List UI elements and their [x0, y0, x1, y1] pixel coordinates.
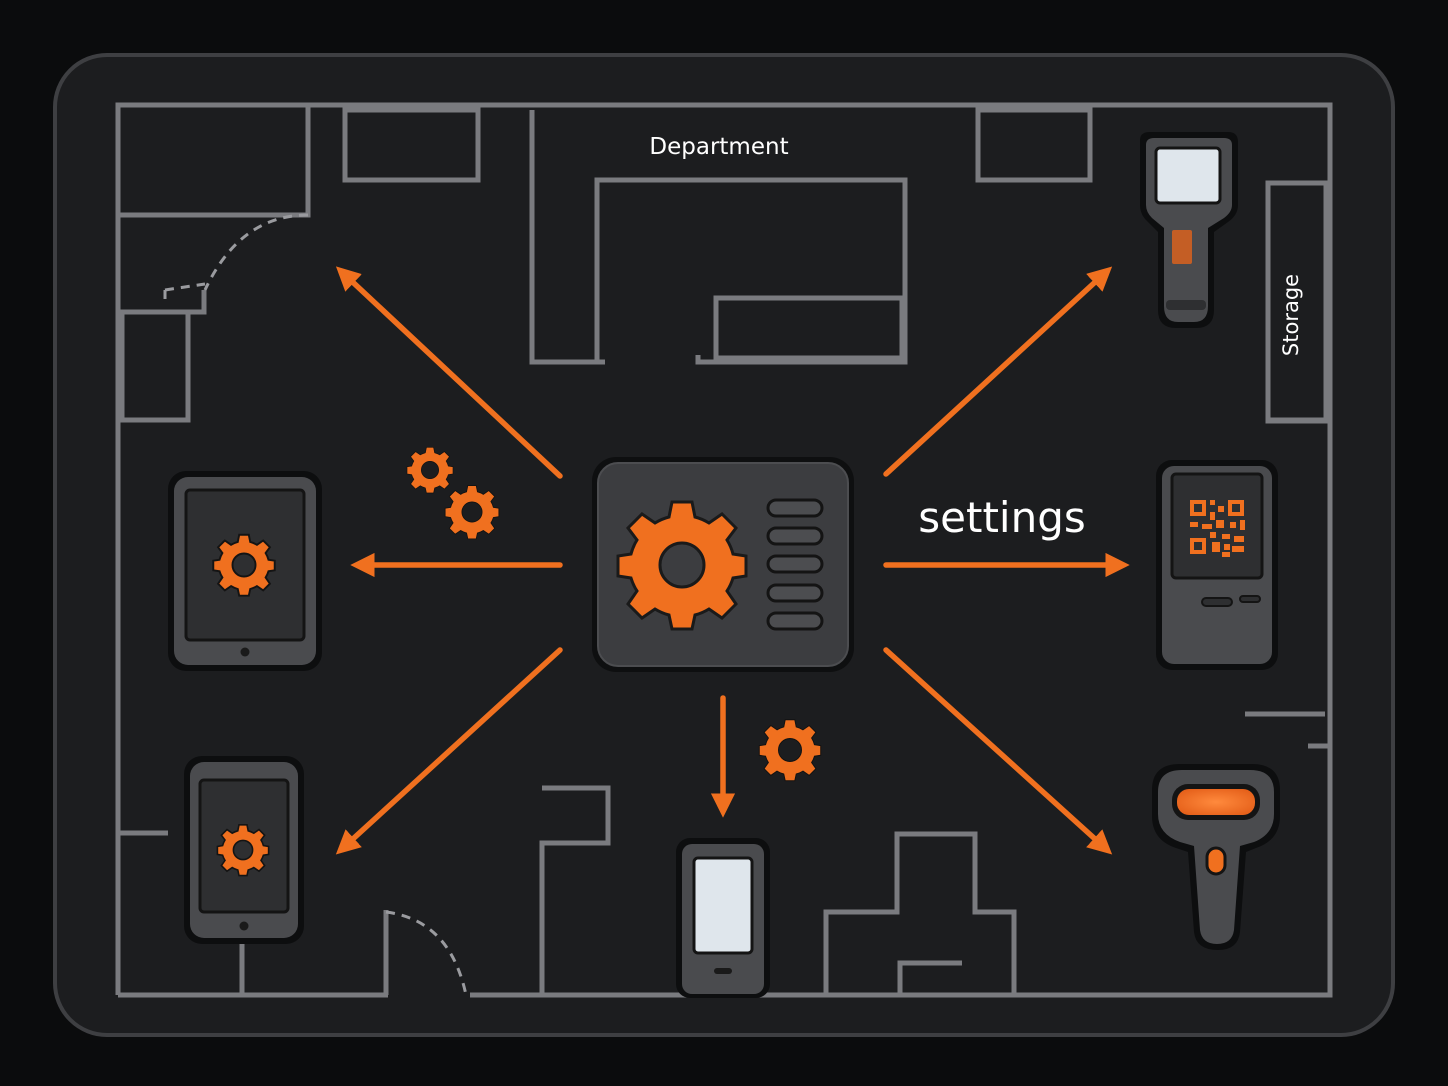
qr-kiosk-icon [1156, 460, 1278, 670]
qr-code [1190, 500, 1245, 557]
distribution-arrows [335, 266, 1130, 855]
handheld-terminal-icon [1140, 132, 1238, 328]
department-label: Department [649, 134, 788, 160]
storage-label: Storage [1279, 274, 1303, 356]
tablet-device [168, 471, 322, 671]
arrow-to-bottom-left-phone [335, 647, 563, 855]
phone-gear-icon [216, 823, 270, 877]
barcode-scanner-icon [1152, 764, 1280, 950]
arrow-to-top-left [335, 266, 563, 479]
door-swings [163, 213, 468, 996]
arrow-to-handheld-terminal [883, 266, 1113, 477]
settings-hub-gear-icon [616, 500, 748, 631]
settings-label: settings [918, 493, 1086, 542]
settings-hub [592, 457, 854, 672]
gears-icon [406, 446, 822, 782]
arrow-to-barcode-scanner [883, 647, 1113, 855]
floorplan-walls [115, 102, 1333, 998]
phone-device [184, 756, 304, 944]
smartphone-icon [676, 838, 770, 998]
tablet-gear-icon [212, 533, 276, 597]
settings-hub-menu-lines [766, 498, 824, 631]
